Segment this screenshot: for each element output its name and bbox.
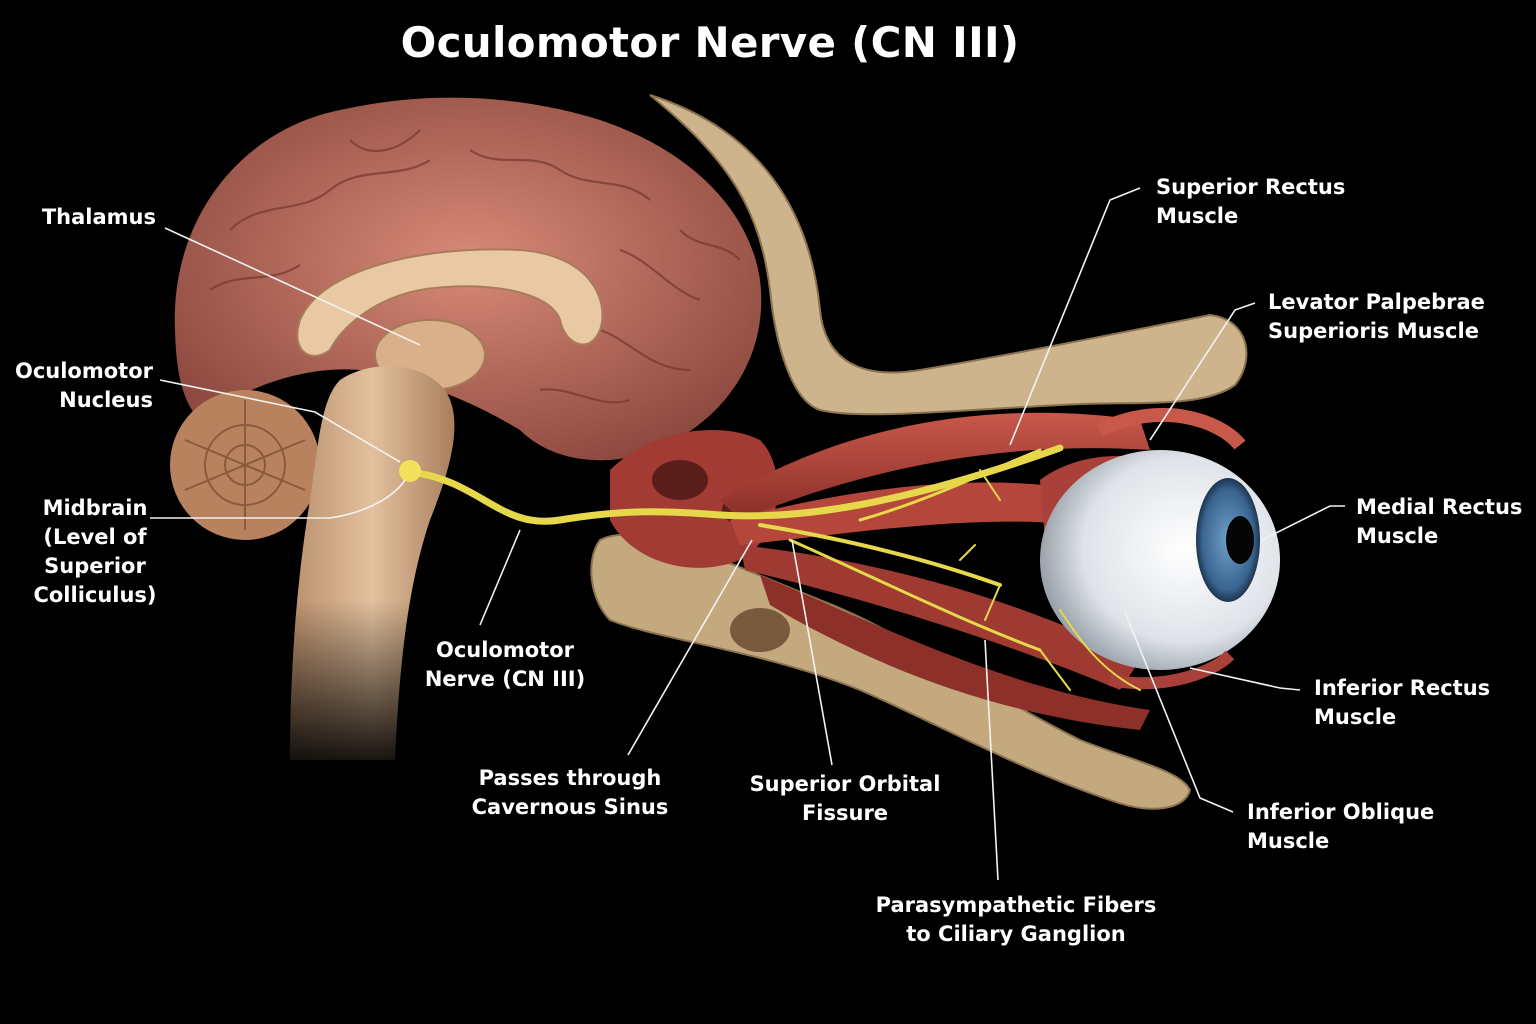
label-inferior-rectus: Inferior Rectus Muscle bbox=[1314, 676, 1491, 729]
label-cavernous-sinus: Passes through Cavernous Sinus bbox=[471, 766, 669, 819]
label-superior-orbital-fissure: Superior Orbital Fissure bbox=[749, 772, 941, 825]
label-parasympathetic-fibers: Parasympathetic Fibers to Ciliary Gangli… bbox=[875, 893, 1157, 946]
label-oculomotor-nerve: Oculomotor Nerve (CN III) bbox=[424, 638, 586, 691]
page-title: Oculomotor Nerve (CN III) bbox=[400, 18, 1020, 67]
leader-lines bbox=[150, 187, 1345, 881]
oculomotor-nerve bbox=[406, 444, 1141, 691]
label-inferior-oblique: Inferior Oblique Muscle bbox=[1247, 800, 1435, 853]
skull-bone bbox=[649, 94, 1248, 416]
label-oculomotor-nucleus: Oculomotor Nucleus bbox=[14, 359, 153, 412]
orbit-floor-bone bbox=[590, 533, 1192, 810]
corpus-callosum bbox=[296, 248, 604, 357]
label-midbrain: Midbrain (Level of Superior Colliculus) bbox=[33, 496, 157, 607]
cerebellum bbox=[170, 390, 320, 540]
oculomotor-nucleus bbox=[399, 460, 421, 482]
stem-fade bbox=[240, 600, 520, 780]
label-levator-palpebrae: Levator Palpebrae Superioris Muscle bbox=[1268, 290, 1485, 343]
label-thalamus: Thalamus bbox=[41, 205, 156, 229]
label-superior-rectus: Superior Rectus Muscle bbox=[1156, 175, 1346, 228]
label-medial-rectus: Medial Rectus Muscle bbox=[1356, 495, 1523, 548]
